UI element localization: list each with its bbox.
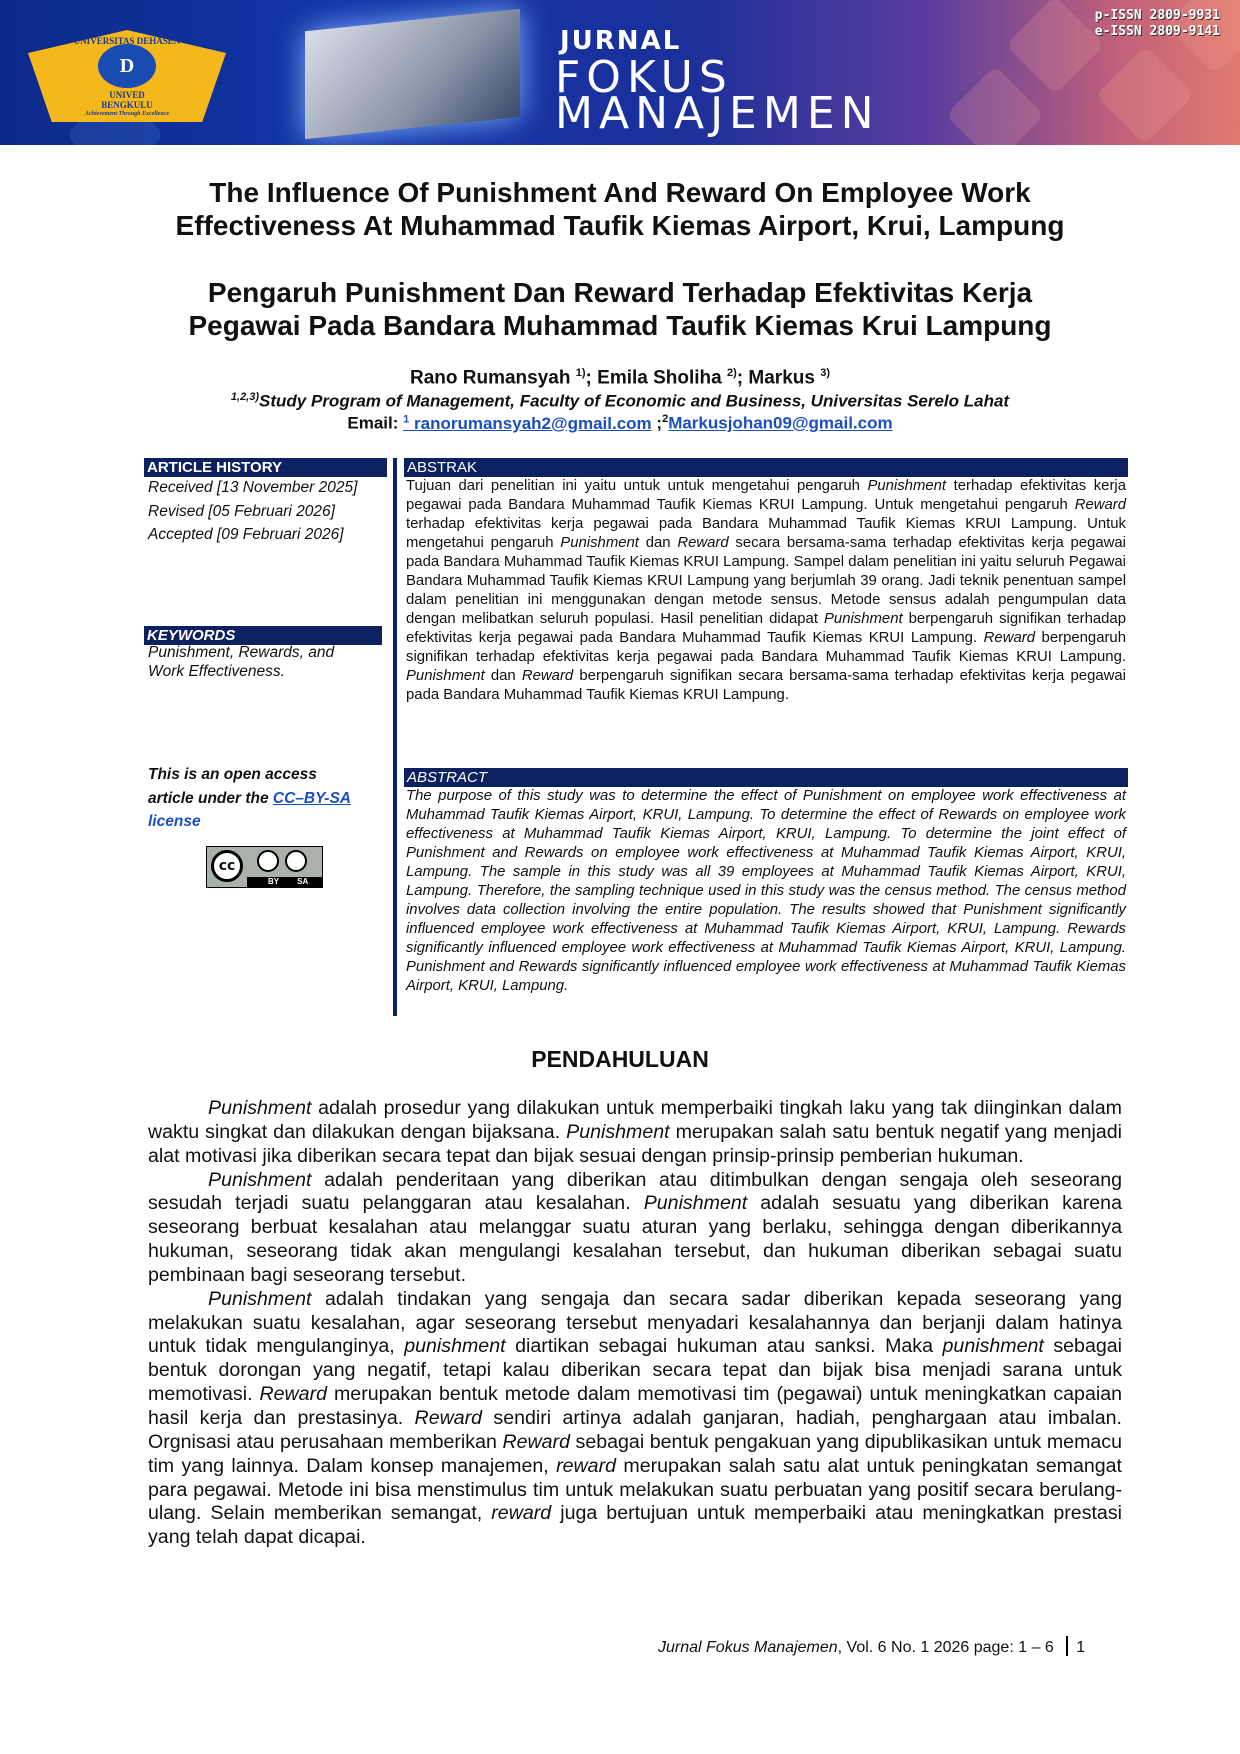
page-footer: Jurnal Fokus Manajemen, Vol. 6 No. 1 202… [658,1636,1085,1657]
italic-term: Reward [1074,497,1126,513]
by-icon [257,850,279,872]
text-run: sendiri artinya adalah ganjaran, hadiah,… [148,1406,1122,1453]
paragraph: Punishment adalah tindakan yang sengaja … [148,1288,1122,1550]
abstract-heading: ABSTRACT [404,768,1128,787]
text-run: Tujuan dari penelitian ini yaitu untuk u… [406,478,868,494]
italic-term: Reward [502,1430,570,1453]
text-run: dan [638,535,678,551]
affiliation: 1,2,3)Study Program of Management, Facul… [230,391,1010,411]
abstract-text: The purpose of this study was to determi… [406,787,1126,996]
e-issn: e-ISSN 2809-9141 [1094,24,1220,39]
cc-icon: cc [211,850,243,882]
italic-term: Reward [677,535,729,551]
email-line: Email: 1 ranorumansyah2@gmail.com ;2Mark… [347,413,893,433]
paragraph: Punishment adalah penderitaan yang diber… [148,1169,1122,1288]
column-divider [393,458,397,1016]
text-run: sebagai bentuk dorongan yang negatif, te… [148,1335,1122,1406]
banner-photo [305,8,520,140]
text-run: sebagai bentuk pengakuan yang dipublikas… [148,1430,1122,1477]
article-history: Received [13 November 2025] Revised [05 … [148,479,358,543]
keywords-heading: KEYWORDS [144,626,382,645]
text-run: berpengaruh signifikan terhadap efektivi… [406,630,1126,665]
sa-icon [285,850,307,872]
italic-term: Reward [259,1383,328,1406]
journal-banner: UNIVERSITAS DEHASEN D UNIVED BENGKULU Ac… [0,0,1240,145]
italic-term: punishment [942,1335,1044,1358]
italic-term: Punishment [208,1287,312,1310]
article-history-heading: ARTICLE HISTORY [144,458,387,477]
italic-term: The purpose of this study was to determi… [406,788,1126,994]
text-run: adalah sesuatu yang diberikan karena ses… [148,1192,1122,1286]
italic-term: Reward [414,1406,483,1429]
italic-term: Punishment [643,1192,748,1215]
text-run: dan [484,668,522,684]
text-run: adalah penderitaan yang diberikan atau d… [148,1168,1122,1215]
section-body: Punishment adalah prosedur yang dilakuka… [148,1097,1122,1550]
title-english: The Influence Of Punishment And Reward O… [175,177,1065,241]
italic-term: Reward [983,630,1035,646]
text-run: merupakan salah satu bentuk negatif yang… [148,1120,1122,1167]
journal-name-2: MANAJEMEN [555,88,880,139]
text-run: terhadap efektivitas kerja pegawai pada … [406,516,1126,551]
text-run: berpengaruh signifikan terhadap efektivi… [406,611,1126,646]
p-issn: p-ISSN 2809-9931 [1094,8,1220,23]
italic-term: reward [491,1502,552,1525]
text-run: merupakan bentuk metode dalam memotivasi… [148,1383,1122,1429]
email-link-1[interactable]: 1 ranorumansyah2@gmail.com [403,413,652,433]
italic-term: punishment [404,1335,506,1358]
text-run: terhadap efektivitas kerja pegawai pada … [406,478,1126,513]
university-logo: UNIVERSITAS DEHASEN D UNIVED BENGKULU Ac… [28,30,226,122]
license-link[interactable]: CC–BY-SA [272,789,351,807]
footer-divider [1066,1636,1069,1656]
journal-name-1: FOKUS [555,52,733,103]
email-link-2[interactable]: Markusjohan09@gmail.com [668,413,893,433]
abstrak-heading: ABSTRAK [404,458,1128,477]
license-link-2[interactable]: license [148,813,201,830]
italic-term: Reward [521,668,574,684]
italic-term: Punishment [560,535,639,551]
paragraph: Punishment adalah prosedur yang dilakuka… [148,1097,1122,1169]
italic-term: Punishment [566,1120,670,1143]
italic-term: Punishment [208,1168,312,1191]
italic-term: Punishment [867,478,947,494]
journal-word: JURNAL [560,26,682,56]
italic-term: Punishment [823,611,903,627]
title-indonesian: Pengaruh Punishment Dan Reward Terhadap … [188,277,1052,341]
section-heading: PENDAHULUAN [531,1046,709,1072]
italic-term: Punishment [208,1097,312,1119]
italic-term: reward [556,1454,617,1477]
text-run: berpengaruh signifikan secara bersama-sa… [406,668,1126,703]
text-run: adalah tindakan yang sengaja dan secara … [148,1287,1122,1358]
text-run: juga bertujuan untuk memperbaiki atau me… [148,1502,1122,1549]
italic-term: Punishment [406,668,485,684]
license-note: This is an open access article under the… [148,766,351,830]
authors: Rano Rumansyah 1); Emila Sholiha 2); Mar… [409,367,830,389]
abstrak-text: Tujuan dari penelitian ini yaitu untuk u… [406,477,1126,705]
text-run: merupakan salah satu alat untuk peningka… [148,1454,1122,1525]
text-run: secara bersama-sama terhadap efektivitas… [406,535,1126,627]
text-run: adalah prosedur yang dilakukan untuk mem… [148,1097,1122,1143]
text-run: diartikan sebagai hukuman atau sanksi. M… [505,1335,943,1358]
